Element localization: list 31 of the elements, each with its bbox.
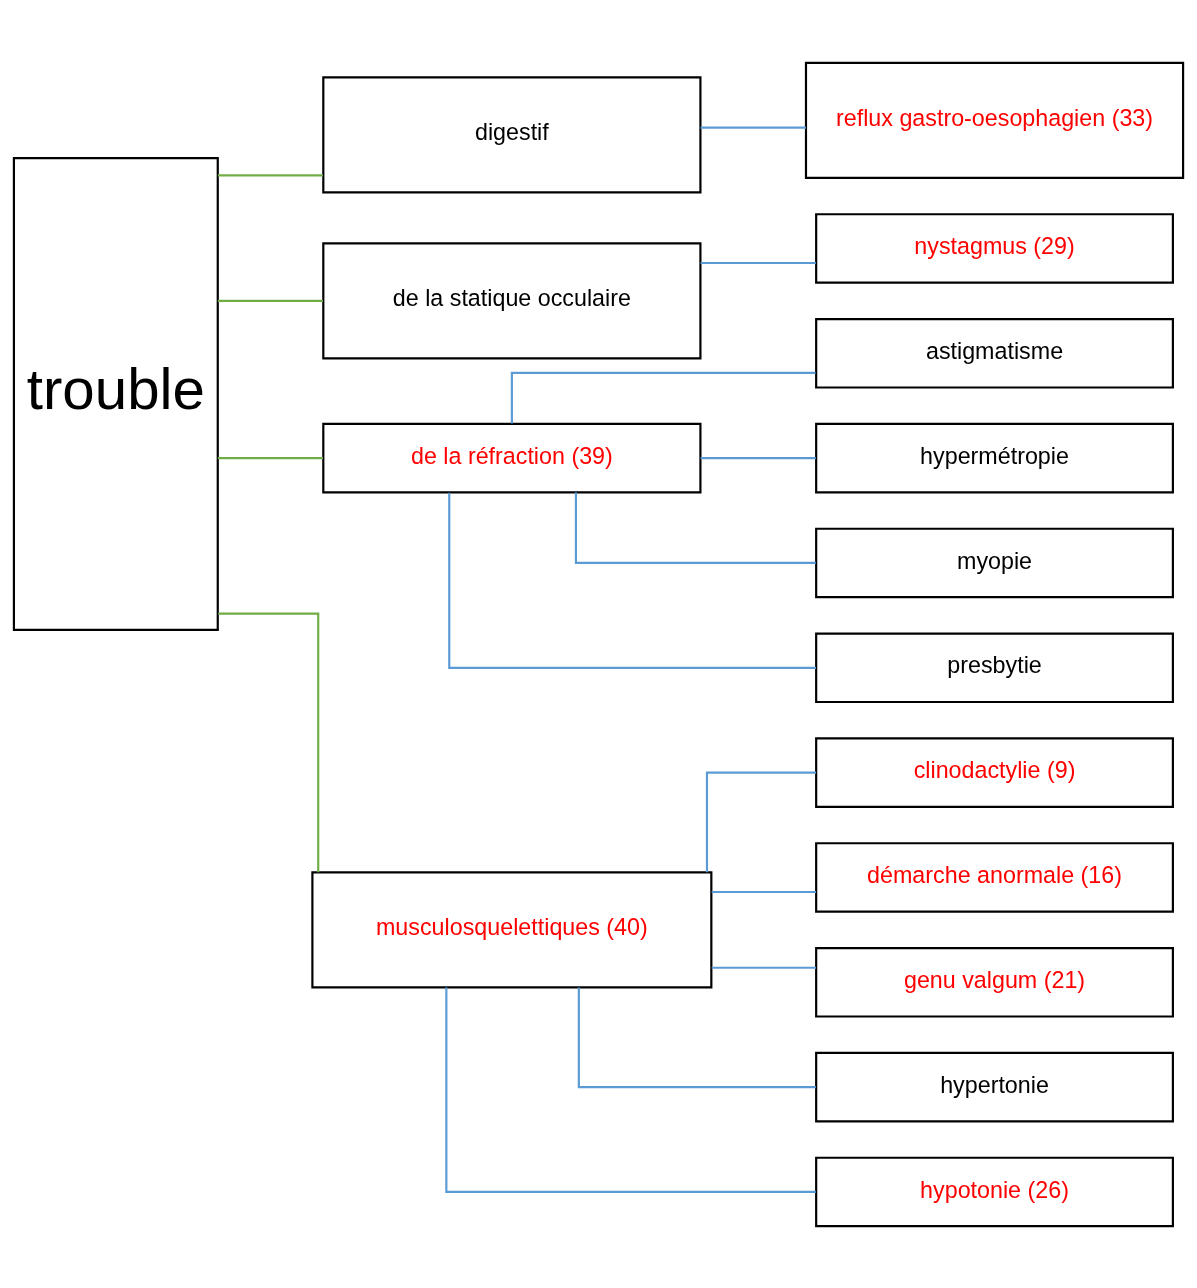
connector xyxy=(700,261,816,264)
connector xyxy=(700,126,806,129)
connector xyxy=(711,890,817,893)
connector xyxy=(574,491,816,564)
connector xyxy=(448,492,816,669)
connector xyxy=(510,371,816,423)
connector xyxy=(700,456,816,459)
connector xyxy=(217,173,323,176)
node-box: clinodactylie (9) xyxy=(815,736,1174,808)
node-box: presbytie xyxy=(815,632,1174,703)
node-box: reflux gastro-oesophagien (33) xyxy=(804,61,1185,179)
node-box: nystagmus (29) xyxy=(815,212,1174,284)
node-box: hypertonie xyxy=(815,1051,1174,1122)
node-box: de la réfraction (39) xyxy=(322,422,702,493)
connector xyxy=(217,456,323,459)
node-box: myopie xyxy=(815,527,1174,598)
connector xyxy=(705,771,817,872)
connector xyxy=(711,966,817,969)
connector xyxy=(445,986,816,1193)
connector xyxy=(217,299,323,302)
connector xyxy=(577,987,816,1088)
node-box: trouble xyxy=(12,156,219,631)
node-box: hypotonie (26) xyxy=(815,1156,1174,1227)
node-box: hypermétropie xyxy=(815,422,1174,493)
node-box: démarche anormale (16) xyxy=(815,841,1174,913)
node-box: astigmatisme xyxy=(815,317,1174,389)
connector xyxy=(218,611,320,872)
node-box: de la statique occulaire xyxy=(322,241,702,359)
node-box: genu valgum (21) xyxy=(815,946,1174,1018)
node-box: digestif xyxy=(322,75,702,193)
node-box: musculosquelettiques (40) xyxy=(311,870,713,988)
